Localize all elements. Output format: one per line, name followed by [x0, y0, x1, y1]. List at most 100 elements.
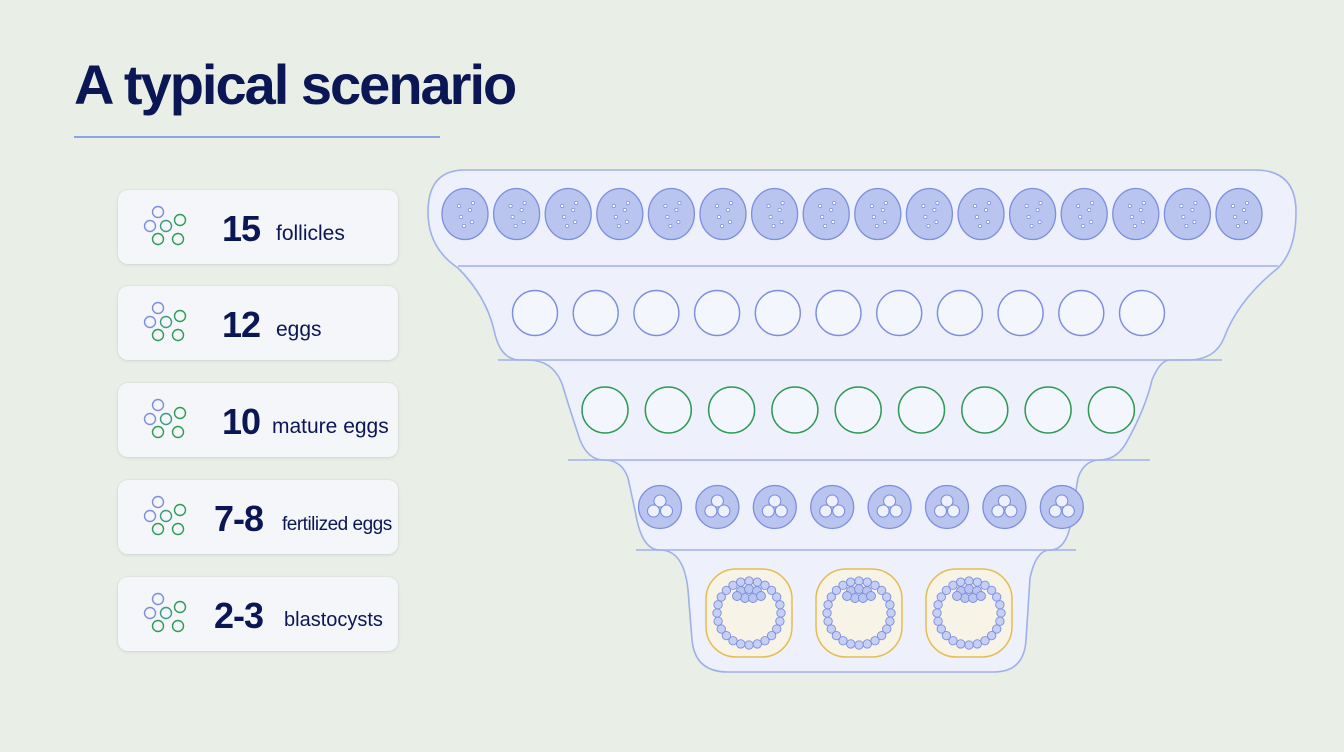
- stage-card-mature-eggs: 10 mature eggs: [118, 383, 398, 457]
- follicle: [905, 187, 954, 241]
- title-underline: [74, 136, 440, 138]
- stage-count: 15: [222, 208, 261, 249]
- icon-dot: [151, 232, 165, 246]
- icon-dot: [171, 328, 185, 342]
- egg: [693, 289, 741, 337]
- stage-card-follicles: 15 follicles: [118, 190, 398, 264]
- stage-label: eggs: [276, 318, 322, 341]
- fertilized-egg: [810, 484, 855, 530]
- icon-dot: [173, 213, 187, 227]
- mature-egg: [834, 386, 882, 434]
- follicle: [1060, 187, 1108, 241]
- cells-icon: [143, 495, 187, 536]
- fertilized-egg: [1039, 484, 1084, 530]
- stage-label: blastocysts: [284, 609, 383, 631]
- icon-dot: [151, 398, 165, 412]
- fertilized-egg-row: [637, 484, 1084, 530]
- icon-dot: [151, 328, 165, 342]
- cells-icon: [143, 205, 187, 246]
- icon-dot: [173, 309, 187, 323]
- cells-icon: [143, 592, 187, 633]
- follicle: [647, 187, 696, 241]
- mature-egg: [581, 386, 629, 434]
- egg: [1118, 289, 1166, 337]
- egg: [572, 289, 619, 337]
- stage-label: mature eggs: [272, 415, 389, 438]
- fertilized-egg: [752, 484, 797, 530]
- icon-dot: [171, 522, 185, 536]
- fertilized-egg: [867, 484, 912, 530]
- icon-dot: [171, 232, 185, 246]
- blastocyst: [815, 568, 903, 658]
- egg: [936, 289, 984, 337]
- stage-count: 2-3: [214, 595, 264, 636]
- egg: [815, 289, 862, 337]
- follicle: [854, 187, 902, 241]
- stage-card-eggs: 12 eggs: [118, 286, 398, 360]
- icon-dot: [151, 205, 165, 219]
- icon-dot: [143, 315, 157, 329]
- icon-dot: [159, 219, 173, 233]
- icon-dot: [151, 522, 165, 536]
- follicle: [544, 187, 592, 241]
- icon-dot: [143, 606, 157, 620]
- mature-egg: [897, 386, 946, 434]
- follicle: [441, 187, 489, 241]
- mature-egg: [771, 386, 819, 434]
- icon-dot: [171, 619, 185, 633]
- follicle-row: [441, 187, 1263, 241]
- icon-dot: [159, 315, 173, 329]
- mature-egg: [961, 386, 1009, 434]
- follicle: [957, 187, 1005, 241]
- stage-count: 12: [222, 304, 261, 345]
- stage-label: follicles: [276, 222, 345, 245]
- icon-dot: [151, 425, 165, 439]
- blastocyst-row: [705, 568, 1013, 658]
- icon-dot: [173, 600, 187, 614]
- icon-dot: [151, 495, 165, 509]
- stage-count: 10: [222, 401, 261, 442]
- egg: [997, 289, 1044, 337]
- blastocyst: [705, 568, 793, 658]
- page-title: A typical scenario: [74, 53, 517, 116]
- mature-egg: [707, 386, 756, 434]
- fertilized-egg: [924, 484, 970, 530]
- stage-card-fertilized-eggs: 7-8 fertilized eggs: [118, 480, 398, 554]
- mature-egg: [1087, 386, 1136, 434]
- icon-dot: [151, 301, 165, 315]
- icon-dot: [143, 412, 157, 426]
- egg: [876, 289, 923, 337]
- egg: [754, 289, 801, 337]
- blastocyst: [925, 568, 1013, 658]
- icon-dot: [143, 219, 157, 233]
- follicle: [492, 187, 541, 241]
- mature-egg-row: [581, 386, 1136, 434]
- mature-egg: [644, 386, 693, 434]
- cells-icon: [143, 301, 187, 342]
- egg-row: [511, 289, 1166, 337]
- icon-dot: [159, 412, 173, 426]
- icon-dot: [151, 592, 165, 606]
- icon-dot: [159, 606, 173, 620]
- egg: [1058, 289, 1105, 337]
- icon-dot: [159, 509, 173, 523]
- icon-dot: [173, 406, 187, 420]
- stage-card-blastocysts: 2-3 blastocysts: [118, 577, 398, 651]
- fertilized-egg: [982, 484, 1027, 530]
- icon-dot: [151, 619, 165, 633]
- follicle: [802, 187, 850, 241]
- egg: [633, 289, 680, 337]
- mature-egg: [1024, 386, 1072, 434]
- icon-dot: [143, 509, 157, 523]
- cells-icon: [143, 398, 187, 439]
- egg: [511, 289, 559, 337]
- fertilized-egg: [637, 484, 683, 530]
- follicle: [1163, 187, 1212, 241]
- icon-dot: [173, 503, 187, 517]
- stage-count: 7-8: [214, 498, 264, 539]
- stage-label: fertilized eggs: [282, 514, 392, 535]
- follicle: [750, 187, 799, 241]
- fertilized-egg: [695, 484, 740, 530]
